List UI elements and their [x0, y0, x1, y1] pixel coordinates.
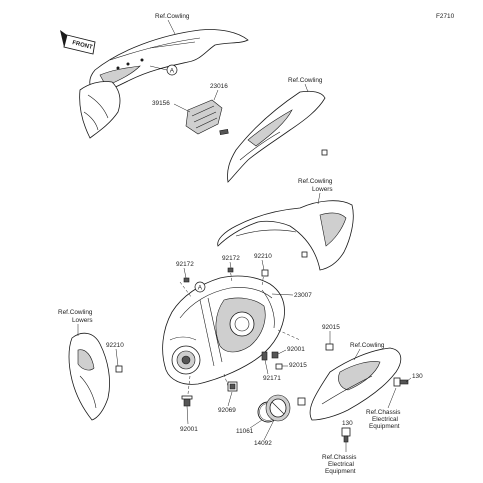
fastener-130-b — [341, 427, 351, 443]
svg-text:A: A — [170, 67, 175, 74]
label-ref-chassis-bottom-2: Electrical — [328, 461, 354, 468]
label-ref-chassis-right-1: Ref.Chassis — [366, 409, 400, 416]
upper-cowling-part — [79, 29, 249, 139]
label-ref-cowling-mid: Ref.Cowling — [288, 77, 323, 84]
cowling-lower-right-part — [217, 200, 354, 271]
label-92210-a: 92210 — [254, 253, 272, 260]
label-130-a: 130 — [412, 373, 423, 380]
label-14092: 14092 — [254, 440, 272, 447]
collar-92015-b — [275, 363, 283, 370]
grommet-92172-b — [227, 267, 234, 273]
label-23016: 23016 — [210, 83, 228, 90]
label-130-b: 130 — [342, 420, 353, 427]
label-ref-chassis-right-2: Electrical — [372, 416, 398, 423]
ref-marker-a-top: A — [166, 64, 178, 76]
fastener-130-a — [393, 377, 409, 387]
cap-14092 — [265, 394, 291, 422]
figure-code: F2710 — [436, 13, 455, 20]
label-92015-a: 92015 — [322, 324, 340, 331]
collar-92015-a — [325, 343, 334, 351]
label-ref-chassis-bottom-1: Ref.Chassis — [322, 454, 356, 461]
label-92001-a: 92001 — [287, 346, 305, 353]
headlight-23007-part — [162, 267, 301, 395]
label-92172-a: 92172 — [176, 261, 194, 268]
label-23007: 23007 — [294, 292, 312, 299]
inner-cowling-part — [227, 90, 328, 183]
bolt-92171 — [261, 351, 268, 361]
socket-92069 — [227, 381, 238, 392]
grommet-92172-a — [183, 277, 190, 283]
label-ref-cowling-lowers-right-2: Lowers — [312, 186, 333, 193]
label-ref-cowling-right: Ref.Cowling — [350, 342, 385, 349]
nut-92001-a — [271, 351, 279, 359]
label-ref-cowling-lowers-left-1: Ref.Cowling — [58, 309, 93, 316]
label-ref-cowling-lowers-right-1: Ref.Cowling — [298, 178, 333, 185]
ref-marker-a-mid: A — [194, 281, 206, 293]
bolt-92001-b — [181, 395, 193, 407]
svg-text:A: A — [198, 284, 203, 291]
label-92171: 92171 — [263, 375, 281, 382]
label-ref-chassis-bottom-3: Equipment — [325, 468, 356, 475]
label-39156: 39156 — [152, 100, 170, 107]
label-92015-b: 92015 — [289, 362, 307, 369]
front-arrow-icon: FRONT — [60, 30, 96, 55]
label-ref-chassis-right-3: Equipment — [369, 423, 400, 430]
cowling-lower-left-part — [68, 332, 123, 421]
label-11061: 11061 — [236, 428, 254, 435]
front-label: FRONT — [72, 40, 94, 51]
label-ref-cowling-lowers-left-2: Lowers — [72, 317, 93, 324]
collar-92210-a — [261, 269, 269, 277]
bracket-23016-part — [185, 99, 229, 136]
bracket-right-part — [309, 347, 402, 421]
label-92001-b: 92001 — [180, 426, 198, 433]
grommet-right — [297, 397, 306, 406]
label-92210-b: 92210 — [106, 342, 124, 349]
label-92069: 92069 — [218, 407, 236, 414]
label-92172-b: 92172 — [222, 255, 240, 262]
label-ref-cowling-top: Ref.Cowling — [155, 13, 190, 20]
